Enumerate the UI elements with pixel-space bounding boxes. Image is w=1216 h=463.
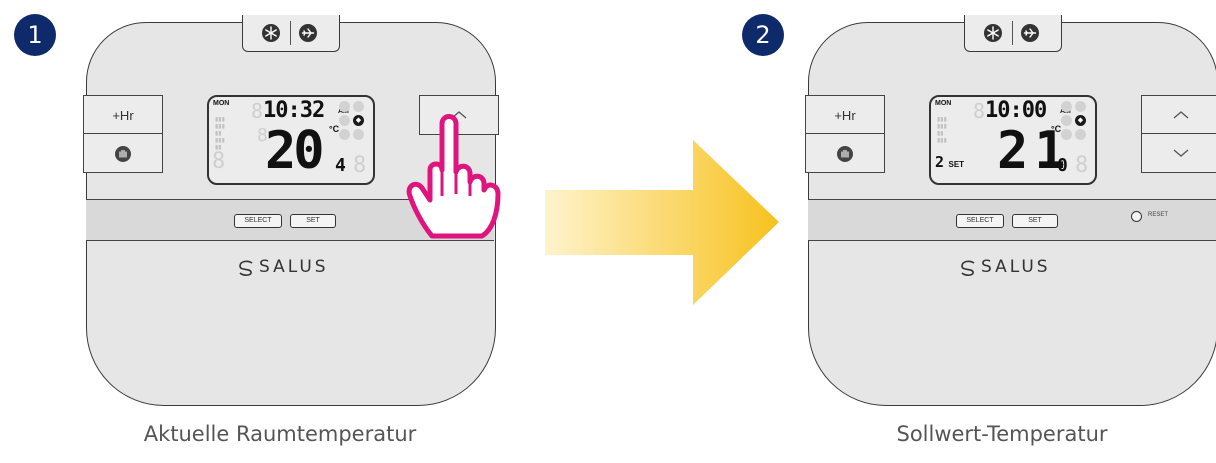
manual-override-button[interactable] [83,133,163,173]
logo-text: SALUS [981,257,1051,277]
chevron-down-icon [1173,149,1189,157]
lcd-unit: °C [1051,124,1062,134]
lcd-status-icons: ◆ [1061,101,1091,151]
lcd-unit: °C [329,124,340,134]
step-1-panel: 1 +Hr MON ▮▮▮ [0,0,499,463]
caption: Sollwert-Temperatur [896,422,1108,446]
select-button[interactable]: SELECT [234,214,282,228]
lcd-temperature-decimal: 0 [1057,155,1068,176]
lcd-inactive-digit: 8 [353,153,367,178]
lcd-icon [1075,101,1086,112]
button-band: SELECT SET RESET [808,199,1216,241]
select-button[interactable]: SELECT [956,214,1004,228]
airplane-icon [299,24,317,42]
plus-hour-button[interactable]: +Hr [83,95,163,135]
lcd-day: MON [213,100,230,107]
flame-icon: ◆ [1075,115,1086,126]
lcd-icon [339,101,350,112]
lcd-inactive-digit: 8 [251,99,264,123]
lcd-status-icons: ◆ [339,101,369,151]
lcd-inactive-digit: 8 [973,99,986,123]
lcd-icon [1075,129,1086,140]
pointing-hand-icon [406,114,501,239]
snowflake-icon [262,24,280,42]
up-button[interactable] [419,95,499,135]
lcd-time: 10:00 [985,98,1047,123]
lcd-icon [339,129,350,140]
lcd-inactive-digit: 8 [257,125,268,146]
step-badge: 1 [14,14,56,56]
lcd-display: MON ▮▮▮▮▮▮▮▮▮▮▮ 8 10:00 AM 2 SET 21 °C 0… [929,95,1097,185]
step-2-panel: 2 +Hr [722,0,1216,463]
lcd-set-indicator: 2 SET [935,153,964,172]
lcd-icon [353,101,364,112]
mode-switch-tab[interactable] [242,15,340,52]
lcd-time: 10:32 [263,98,325,123]
set-button[interactable]: SET [290,214,336,228]
up-button[interactable] [1141,95,1216,135]
snowflake-icon [984,24,1002,42]
right-arrow-icon [545,140,779,305]
thermostat-device: +Hr MON ▮▮▮▮▮▮▮▮▮▮▮ 8 10:00 AM 2 SET 21 … [805,15,1216,406]
salus-logo-mark [961,260,975,276]
manual-override-button[interactable] [805,133,885,173]
down-button[interactable] [1141,133,1216,173]
lcd-icon [339,115,350,126]
lcd-icon [353,129,364,140]
lcd-icon [1061,101,1072,112]
reset-button[interactable] [1131,211,1142,222]
tab-divider [1012,21,1013,45]
hand-icon [115,146,131,162]
lcd-set-index: 2 [935,153,945,171]
mode-switch-tab[interactable] [964,15,1062,52]
lcd-icon [1061,129,1072,140]
set-button[interactable]: SET [1012,214,1058,228]
lcd-temperature: 20 [265,121,325,181]
lcd-inactive-days: ▮▮▮▮▮▮▮▮▮▮▮ [937,117,947,144]
airplane-icon [1021,24,1039,42]
lcd-temperature: 21 [997,121,1072,181]
plus-hour-button[interactable]: +Hr [805,95,885,135]
step-badge: 2 [742,14,784,56]
chevron-up-icon [1173,111,1189,119]
lcd-set-label: SET [948,160,965,169]
logo-text: SALUS [259,257,329,277]
tab-divider [290,21,291,45]
lcd-inactive-days: ▮▮▮▮▮▮▮▮▮▮▮▮▮ [215,117,225,151]
salus-logo-mark [239,260,253,276]
caption: Aktuelle Raumtemperatur [143,422,417,446]
lcd-day: MON [935,100,952,107]
lcd-inactive-digit: 8 [212,149,226,174]
lcd-temperature-decimal: 4 [335,155,346,176]
flame-icon: ◆ [353,115,364,126]
lcd-display: MON ▮▮▮▮▮▮▮▮▮▮▮▮▮ 8 10:32 AM 8 8 20 °C 4… [207,95,375,185]
hand-icon [837,146,853,162]
lcd-inactive-digit: 8 [1075,153,1089,178]
reset-label: RESET [1148,212,1169,218]
lcd-icon [1061,115,1072,126]
